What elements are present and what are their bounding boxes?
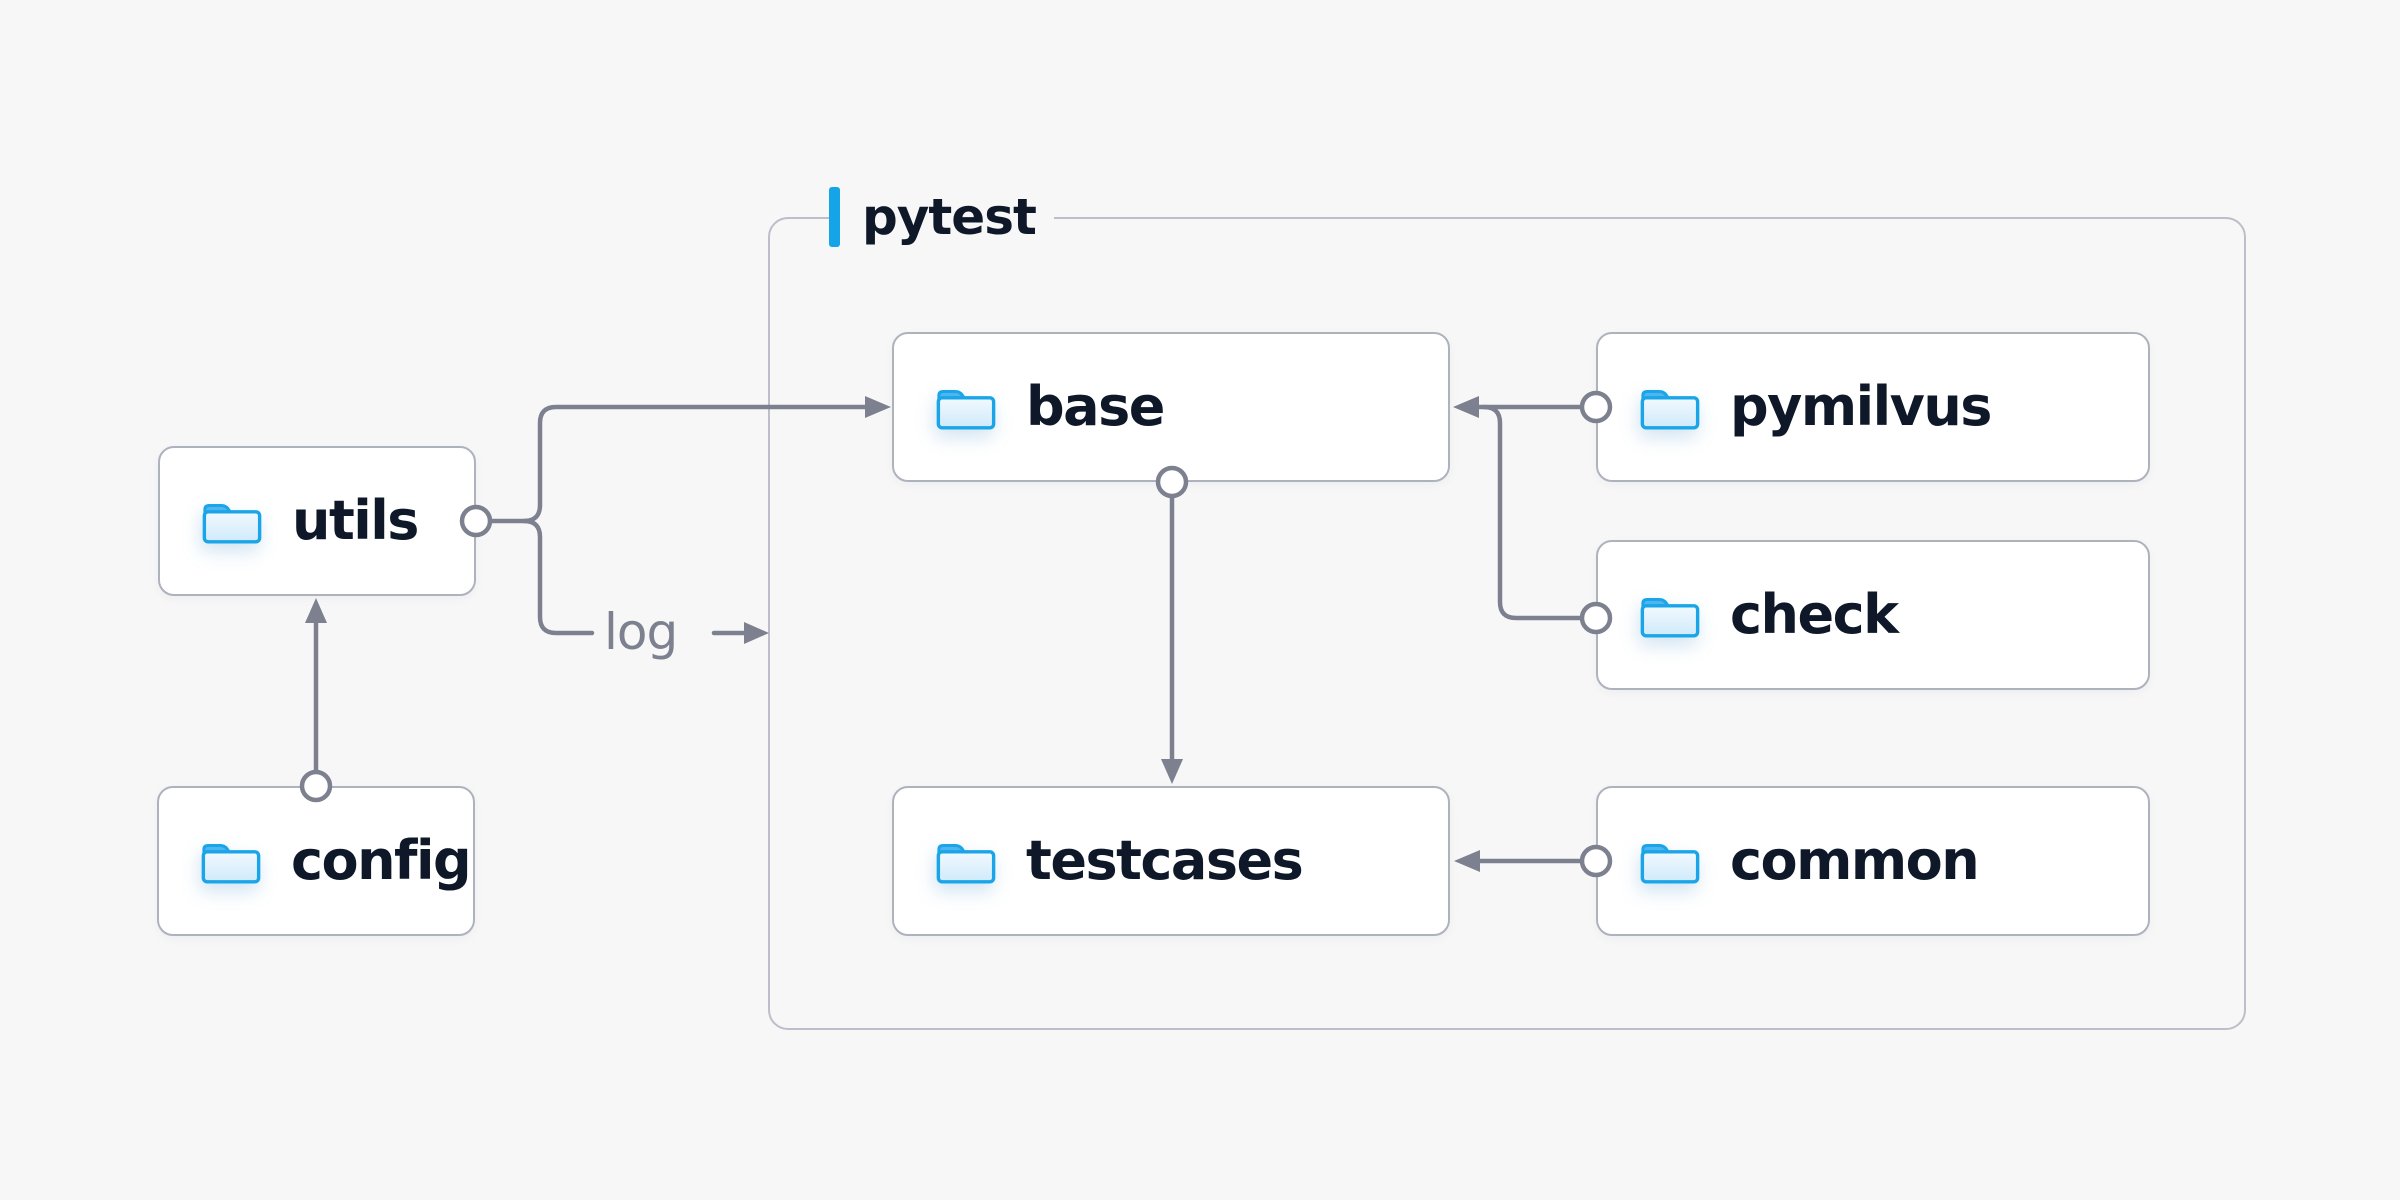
folder-node-testcases: testcases [892,786,1450,936]
edge-log-arrow [711,622,769,644]
folder-label: check [1730,583,1899,646]
folder-label: testcases [1026,829,1304,892]
folder-icon [1640,597,1700,638]
folder-node-pymilvus: pymilvus [1596,332,2150,482]
folder-icon [1640,389,1700,430]
folder-node-check: check [1596,540,2150,690]
folder-label: base [1026,375,1165,438]
pytest-group-container [768,217,2246,1030]
log-edge-label: log [604,603,678,661]
folder-label: config [291,829,472,892]
folder-node-base: base [892,332,1450,482]
pytest-group-label: pytest [829,183,1054,251]
accent-bar-icon [829,187,840,247]
edge-config-to-utils [299,598,333,803]
folder-node-config: config [157,786,475,936]
folder-icon [201,843,261,884]
group-title: pytest [862,188,1037,246]
folder-label: utils [292,489,419,552]
folder-node-utils: utils [158,446,476,596]
folder-icon [936,389,996,430]
folder-icon [202,503,262,544]
folder-node-common: common [1596,786,2150,936]
folder-label: pymilvus [1730,375,1992,438]
folder-icon [936,843,996,884]
folder-icon [1640,843,1700,884]
folder-label: common [1730,829,1980,892]
